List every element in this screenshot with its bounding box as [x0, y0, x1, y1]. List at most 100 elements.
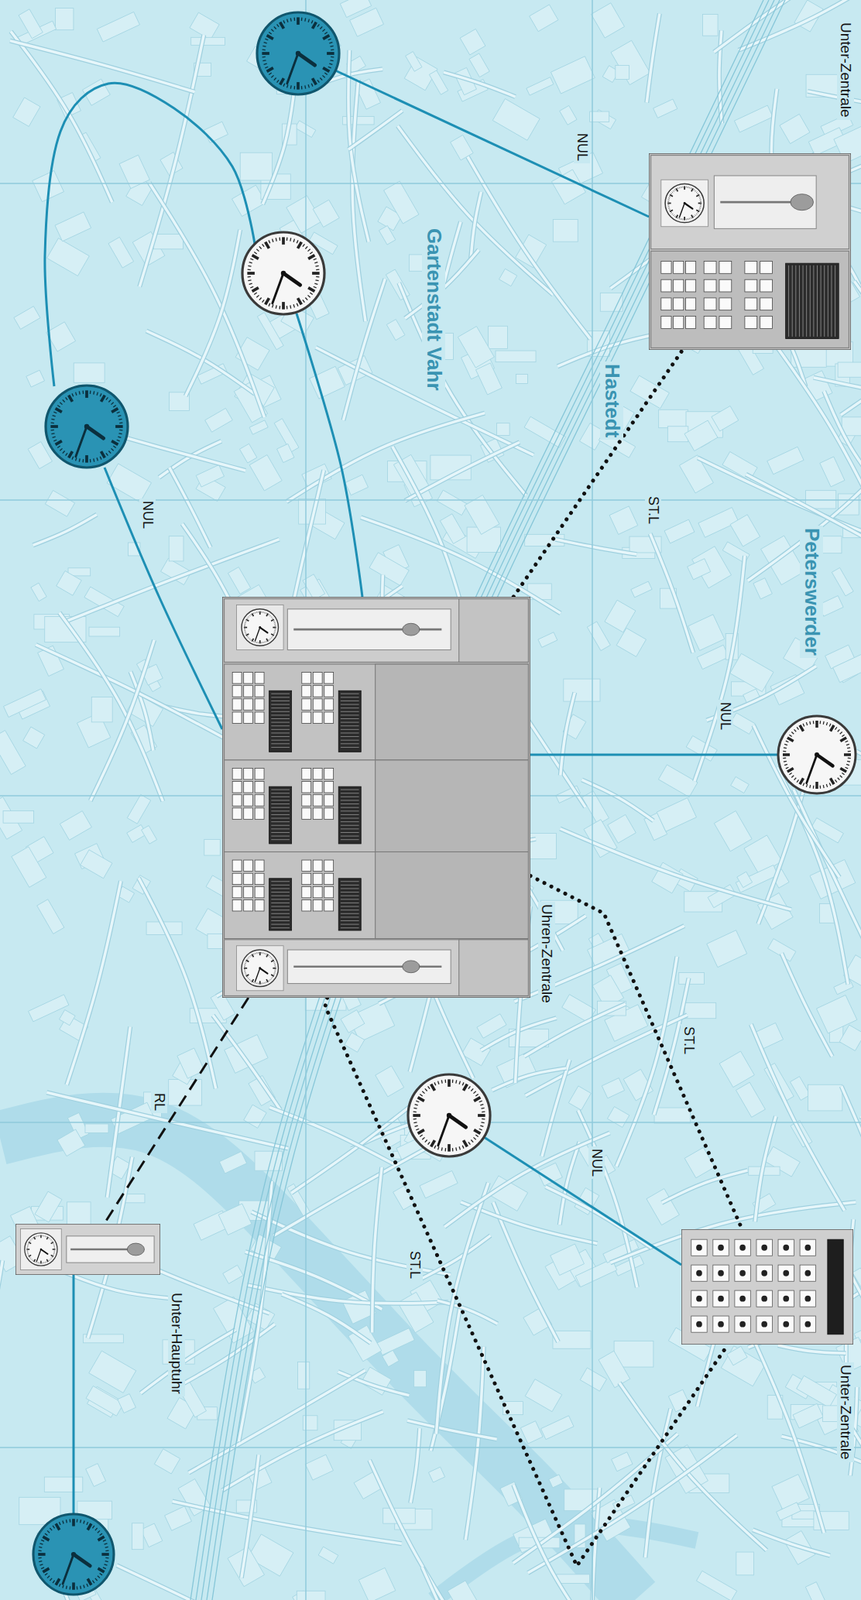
clock-tick: [51, 418, 55, 421]
clock-tick: [452, 1148, 454, 1152]
street: [860, 1116, 861, 1227]
clock-tick: [413, 1107, 417, 1110]
panel-part: [254, 899, 265, 911]
clock-tick: [672, 214, 674, 216]
key-row: [270, 725, 290, 727]
key-row: [270, 700, 290, 702]
panel-part: [254, 712, 265, 724]
street: [778, 1345, 847, 1354]
clock-tick: [105, 1547, 109, 1549]
clock-tick: [245, 961, 247, 964]
street-edge: [397, 126, 554, 296]
city-block: [239, 443, 257, 464]
panel-part: [232, 768, 242, 779]
clock-tick: [45, 1236, 48, 1239]
clock-tick: [264, 641, 266, 644]
key-row: [270, 895, 290, 897]
dial: [804, 1296, 811, 1303]
panel-part: [243, 782, 254, 793]
clock-tick: [273, 620, 275, 623]
city-block: [55, 8, 74, 31]
clock-tick: [58, 1584, 61, 1588]
clock-tick: [696, 209, 700, 212]
clock-tick: [99, 456, 102, 460]
panel-part: [799, 1316, 816, 1333]
clock-tick: [455, 1147, 457, 1151]
panel-part: [232, 808, 242, 820]
clock-tick: [262, 611, 264, 614]
city-block: [204, 839, 221, 856]
street: [854, 281, 861, 468]
street: [241, 1454, 259, 1578]
clock-tick: [846, 744, 850, 745]
clock-tick: [796, 727, 799, 730]
clock-tick: [62, 1585, 64, 1589]
clock-tick: [315, 265, 319, 268]
street: [222, 1412, 384, 1492]
city-block: [703, 13, 719, 36]
street: [10, 31, 113, 203]
clock-hub: [814, 752, 820, 758]
clock-tick: [270, 617, 272, 618]
key-row: [270, 916, 290, 918]
panel-part: [312, 808, 323, 820]
panel-part: [269, 690, 292, 752]
clock-tick: [264, 982, 266, 985]
panel-part: [673, 279, 684, 292]
clock-tick: [444, 1080, 446, 1084]
clock-tick: [438, 1146, 440, 1150]
clock-tick: [785, 740, 789, 743]
pendulum-bob: [790, 194, 814, 211]
clock-hand: [272, 273, 284, 304]
clock-tick: [672, 213, 673, 215]
clock-tick: [441, 1147, 443, 1151]
clock-tick: [52, 1581, 55, 1584]
clock-tick: [312, 271, 320, 275]
city-block: [339, 0, 371, 18]
street: [465, 1347, 484, 1541]
clock-tick: [269, 615, 271, 617]
city-block: [779, 113, 810, 144]
clock-tick: [329, 59, 333, 62]
street: [46, 1092, 289, 1149]
clock-tick: [328, 38, 332, 41]
clock-tick: [243, 628, 246, 630]
clock-tick: [265, 641, 268, 643]
clock-rim: [241, 950, 278, 987]
clock-tick: [244, 622, 247, 625]
city-block: [141, 826, 158, 845]
clock-tick: [319, 78, 323, 81]
clock-tick: [37, 1235, 39, 1238]
clock-tick: [82, 391, 84, 395]
clock-tick: [480, 1104, 484, 1106]
clock-control-unit: Unter-Zentrale: [648, 153, 851, 350]
clock-tick: [419, 1094, 422, 1097]
panel-part: [778, 1265, 794, 1282]
clock-tick: [243, 967, 247, 970]
clock-tick: [250, 955, 251, 958]
clock-hand: [41, 1249, 49, 1255]
clock-tick: [667, 201, 669, 203]
city-block: [439, 514, 466, 545]
clock-tick: [447, 1079, 451, 1088]
key-row: [340, 902, 360, 904]
clock-tick: [256, 249, 259, 252]
clock-tick: [324, 32, 327, 35]
clock-tick: [243, 625, 246, 627]
clock-tick: [674, 216, 676, 218]
clock-tick: [286, 237, 289, 241]
clock-tick: [329, 42, 333, 44]
clock-tick: [246, 959, 249, 961]
clock-tick: [802, 783, 805, 787]
city-block: [469, 53, 490, 78]
panel-part: [312, 899, 323, 911]
street: [66, 881, 121, 1085]
street-edge: [435, 1183, 488, 1435]
key-row: [270, 828, 290, 830]
clock-tick: [99, 393, 102, 397]
clock-tick: [51, 429, 55, 432]
clock-tick: [287, 84, 289, 88]
